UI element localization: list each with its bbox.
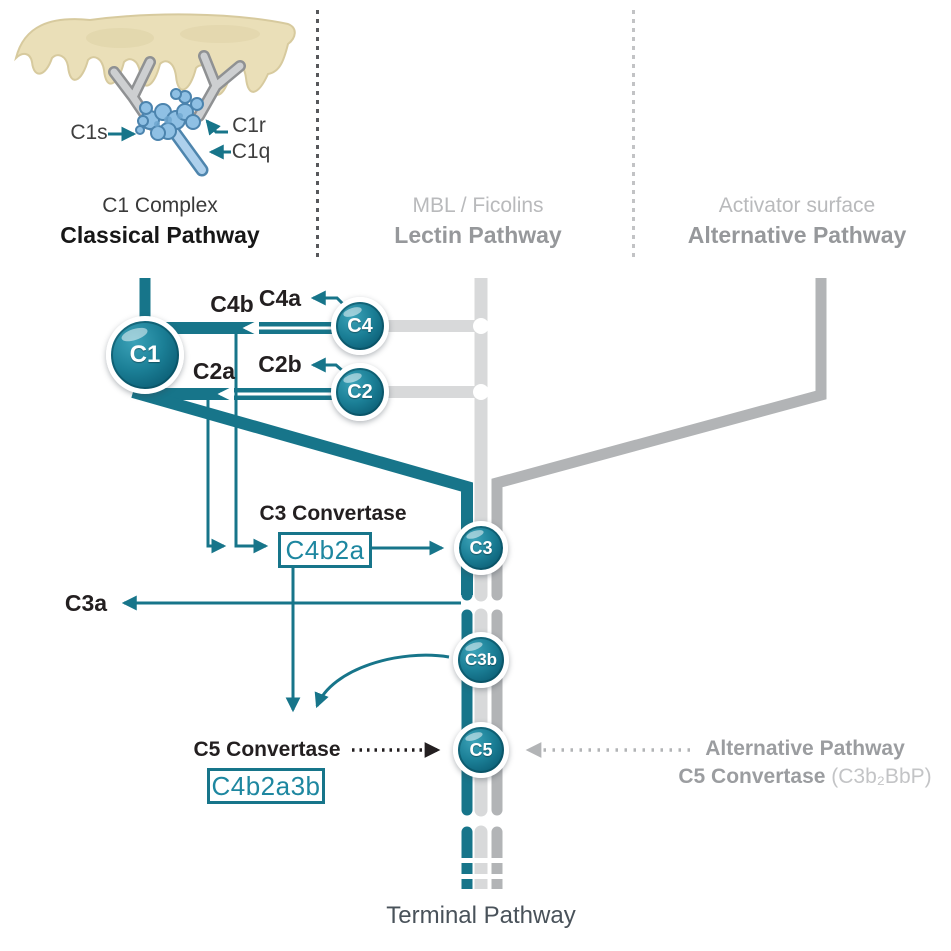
terminal-pathway-label: Terminal Pathway [386, 902, 576, 929]
alt-c5-line2-normal: (C3b₂BbP) [831, 765, 932, 788]
node-c5-label: C5 [469, 739, 493, 760]
c5-convertase-title: C5 Convertase [193, 738, 341, 761]
node-c3b: C3b [453, 632, 509, 688]
node-c5: C5 [453, 722, 509, 778]
c3a-label: C3a [64, 590, 108, 616]
alt-c5-line2-bold: C5 Convertase [678, 765, 826, 788]
c1r-pointer-arrow [205, 119, 228, 136]
lectin-subtitle: MBL / Ficolins [412, 194, 544, 217]
node-c1: C1 [106, 316, 184, 394]
c1-molecule-icon [135, 88, 209, 177]
c3b-to-c5conv-arrow [314, 653, 450, 709]
c3-convertase-box: C4b2a [278, 532, 372, 568]
header-alternative-pathway: Activator surface Alternative Pathway [662, 192, 932, 251]
c4a-label: C4a [258, 285, 302, 311]
c1r-label: C1r [232, 114, 266, 137]
activating-surface-shape [14, 13, 296, 96]
separator-lectin-alternative [632, 10, 635, 258]
c1s-label: C1s [70, 121, 108, 144]
alternative-c5-convertase-label: Alternative Pathway C5 Convertase (C3b₂B… [655, 735, 951, 791]
node-c3-label: C3 [469, 537, 493, 558]
c1q-label: C1q [231, 140, 271, 163]
c2a-to-convertase-arrow [206, 400, 227, 554]
node-c3b-label: C3b [464, 650, 498, 669]
node-c2: C2 [331, 363, 389, 421]
c5-convertase-box: C4b2a3b [207, 768, 325, 804]
junction-dots [473, 318, 489, 400]
classical-line-caps [461, 589, 473, 838]
lectin-title: Lectin Pathway [394, 222, 562, 249]
header-classical-pathway: C1 Complex Classical Pathway [25, 192, 295, 251]
node-c2-label: C2 [347, 380, 373, 403]
node-c4-label: C4 [347, 314, 373, 337]
c3-convertase-title: C3 Convertase [259, 502, 407, 525]
antibody-right-icon [193, 50, 246, 122]
alternative-subtitle: Activator surface [718, 194, 876, 217]
alternative-pathway-line [491, 278, 827, 889]
c2b-label: C2b [258, 351, 302, 377]
surface-shading [180, 25, 260, 43]
alternative-title: Alternative Pathway [687, 222, 907, 249]
surface-shading [86, 28, 154, 48]
lectin-pathway-line [474, 278, 488, 889]
alt-c5-line1: Alternative Pathway [705, 737, 905, 760]
node-c1-label: C1 [129, 341, 161, 368]
classical-title: Classical Pathway [60, 222, 260, 249]
c2a-label: C2a [192, 358, 236, 384]
separator-classical-lectin [316, 10, 319, 258]
antibody-left-icon [108, 56, 158, 131]
header-lectin-pathway: MBL / Ficolins Lectin Pathway [343, 192, 613, 251]
node-c3: C3 [454, 521, 508, 575]
classical-subtitle: C1 Complex [102, 194, 218, 217]
node-c4: C4 [331, 297, 389, 355]
c4b-label: C4b [210, 291, 254, 317]
